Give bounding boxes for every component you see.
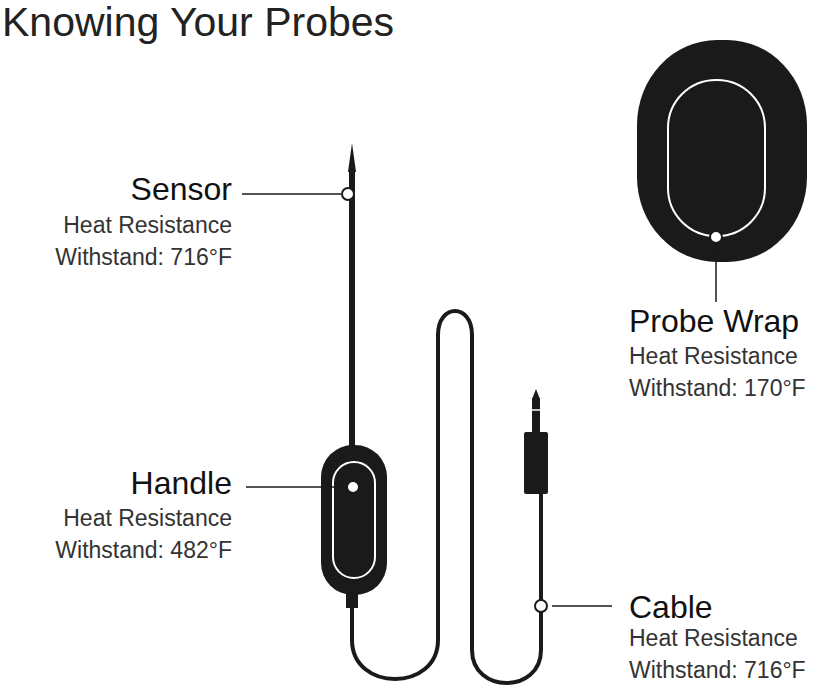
handle bbox=[321, 445, 387, 595]
callout-dot bbox=[347, 481, 359, 493]
plug-tip bbox=[532, 389, 540, 399]
leader-line bbox=[715, 244, 717, 302]
sensor-shaft bbox=[349, 168, 355, 452]
heat-rating: Heat Resistance Withstand: 482°F bbox=[53, 502, 232, 566]
leader-line bbox=[552, 605, 612, 607]
plug-ring bbox=[531, 409, 541, 411]
handle-inner bbox=[333, 462, 375, 578]
callout-dot bbox=[342, 188, 354, 200]
part-name: Probe Wrap bbox=[629, 303, 799, 339]
probe-wrap-inner bbox=[668, 80, 765, 236]
sensor-tip bbox=[348, 143, 356, 172]
part-name: Sensor bbox=[131, 171, 232, 207]
heat-rating: Heat Resistance Withstand: 716°F bbox=[629, 622, 808, 686]
diagram-title: Knowing Your Probes bbox=[2, 0, 394, 44]
part-name: Handle bbox=[131, 465, 232, 501]
leader-line bbox=[246, 486, 344, 488]
probe-wrap bbox=[637, 40, 807, 262]
heat-rating: Heat Resistance Withstand: 716°F bbox=[53, 209, 232, 273]
part-name: Cable bbox=[629, 589, 713, 625]
plug-pin bbox=[532, 398, 540, 434]
callout-dot bbox=[535, 600, 547, 612]
leader-line bbox=[242, 193, 341, 195]
plug-body bbox=[524, 432, 548, 494]
heat-rating: Heat Resistance Withstand: 170°F bbox=[629, 340, 808, 404]
callout-dot bbox=[710, 231, 722, 243]
